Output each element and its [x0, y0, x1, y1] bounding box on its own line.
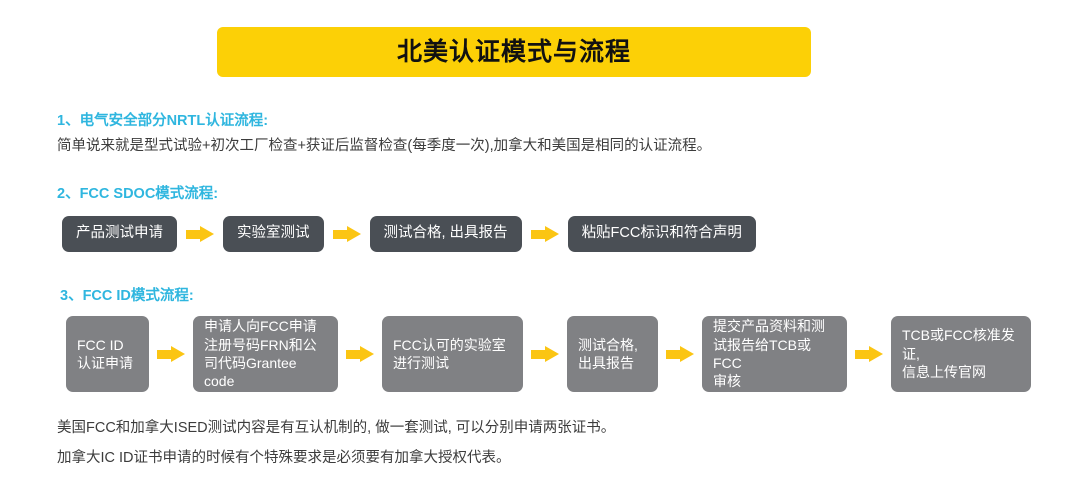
arrow-shaft [346, 349, 361, 359]
arrow-right-icon [332, 225, 361, 243]
arrow-right-icon [530, 225, 559, 243]
arrow-shaft [531, 349, 546, 359]
flow-step-box: 实验室测试 [223, 216, 324, 252]
section-1-body-text: 简单说来就是型式试验+初次工厂检查+获证后监督检查(每季度一次),加拿大和美国是… [57, 138, 712, 154]
arrow-shaft [666, 349, 681, 359]
arrow-head [544, 225, 559, 242]
arrow-head [360, 345, 374, 362]
flow-step-box: 测试合格, 出具报告 [369, 216, 522, 252]
flow-step-label: 测试合格, 出具报告 [383, 225, 508, 242]
arrow-right-icon [855, 345, 883, 363]
flow-step-box: TCB或FCC核准发证,信息上传官网 [891, 316, 1031, 392]
arrow-head [869, 345, 883, 362]
title-banner-background: 北美认证模式与流程 [217, 27, 811, 77]
flow-step-label: 产品测试申请 [76, 225, 163, 242]
section-1-heading: 1、电气安全部分NRTL认证流程: [57, 113, 269, 129]
page-title: 北美认证模式与流程 [396, 37, 631, 66]
title-banner: 北美认证模式与流程 [217, 27, 811, 77]
arrow-shaft [186, 229, 201, 239]
flow-step-box: 粘贴FCC标识和符合声明 [567, 216, 756, 252]
footer-note-line-2: 加拿大IC ID证书申请的时候有个特殊要求是必须要有加拿大授权代表。 [57, 450, 511, 466]
arrow-head [680, 345, 694, 362]
arrow-right-icon [531, 345, 559, 363]
flow-step-label: 测试合格,出具报告 [578, 336, 638, 371]
sdoc-flow-diagram: 产品测试申请 实验室测试 测试合格, 出具报告 粘贴FCC标识和符合声明 [62, 216, 756, 252]
arrow-head [545, 345, 559, 362]
flow-step-box: 测试合格,出具报告 [567, 316, 658, 392]
footer-note-line-1: 美国FCC和加拿大ISED测试内容是有互认机制的, 做一套测试, 可以分别申请两… [57, 420, 616, 436]
arrow-shaft [530, 229, 546, 239]
section-2-heading: 2、FCC SDOC模式流程: [57, 186, 219, 202]
flow-step-label: TCB或FCC核准发证,信息上传官网 [902, 327, 1015, 381]
arrow-shaft [157, 349, 172, 359]
flow-step-label: 实验室测试 [237, 225, 310, 242]
arrow-right-icon [157, 345, 185, 363]
flow-step-box: 产品测试申请 [62, 216, 177, 252]
arrow-head [171, 345, 185, 362]
arrow-right-icon [186, 225, 214, 243]
arrow-right-icon [666, 345, 694, 363]
flow-step-label: FCC认可的实验室进行测试 [393, 336, 506, 371]
arrow-shaft [332, 229, 348, 239]
flow-step-box: 申请人向FCC申请注册号码FRN和公司代码Grantee code [193, 316, 338, 392]
flow-step-label: 申请人向FCC申请注册号码FRN和公司代码Grantee code [204, 318, 317, 390]
flow-step-box: FCC认可的实验室进行测试 [382, 316, 523, 392]
flow-step-label: 粘贴FCC标识和符合声明 [581, 225, 742, 242]
arrow-shaft [855, 349, 870, 359]
arrow-head [200, 225, 214, 242]
arrow-right-icon [346, 345, 374, 363]
arrow-head [346, 225, 361, 242]
section-3-heading: 3、FCC ID模式流程: [60, 288, 194, 304]
